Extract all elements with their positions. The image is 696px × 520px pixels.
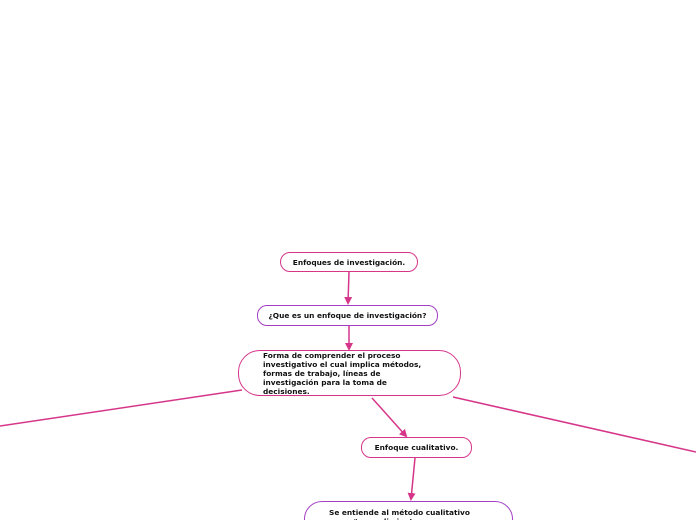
node-question-label: ¿Que es un enfoque de investigación? (268, 311, 427, 320)
node-definition-label: Forma de comprender el proceso investiga… (263, 350, 422, 396)
node-root-label: Enfoques de investigación. (292, 257, 406, 267)
link-definition-to-qualitative (371, 397, 408, 438)
node-qualitative[interactable]: Enfoque cualitativo. (361, 437, 472, 458)
node-definition[interactable]: Forma de comprender el proceso investiga… (238, 350, 461, 396)
link-definition-to-left-branch (0, 389, 243, 427)
node-qualitative-detail[interactable]: Se entiende al método cualitativo como "… (304, 501, 513, 520)
node-qualitative-label: Enfoque cualitativo. (374, 443, 459, 452)
node-root[interactable]: Enfoques de investigación. (280, 252, 418, 272)
node-qualitative-detail-label: Se entiende al método cualitativo como "… (329, 508, 470, 520)
link-root-to-question (344, 271, 353, 305)
link-qualitative-to-detail (407, 457, 416, 501)
node-question[interactable]: ¿Que es un enfoque de investigación? (257, 305, 438, 326)
link-definition-to-right-branch (452, 396, 696, 453)
